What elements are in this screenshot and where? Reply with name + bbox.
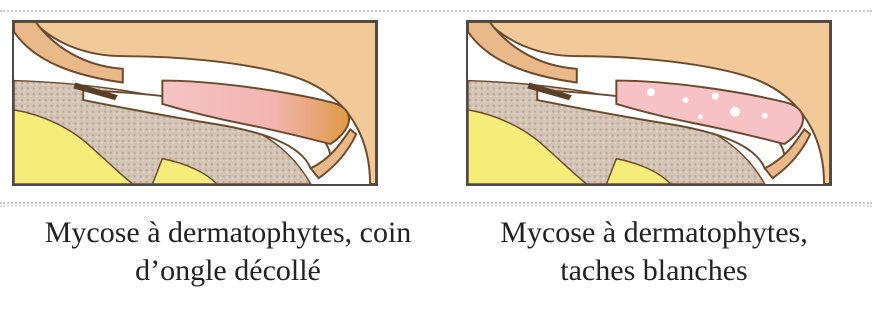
caption-divider — [0, 202, 872, 204]
caption-divider-secondary — [0, 205, 872, 207]
caption-left-line1: Mycose à dermatophytes, coin — [8, 214, 448, 252]
nail-illustration-white-spots — [466, 20, 832, 186]
nail-illustration-corner-detached — [12, 20, 378, 186]
top-divider — [0, 10, 872, 12]
caption-left-line2: d’ongle décollé — [8, 252, 448, 290]
caption-white-spots: Mycose à dermatophytes, taches blanches — [436, 214, 872, 290]
caption-right-line2: taches blanches — [436, 252, 872, 290]
caption-right-line1: Mycose à dermatophytes, — [436, 214, 872, 252]
caption-corner-detached: Mycose à dermatophytes, coin d’ongle déc… — [8, 214, 448, 290]
